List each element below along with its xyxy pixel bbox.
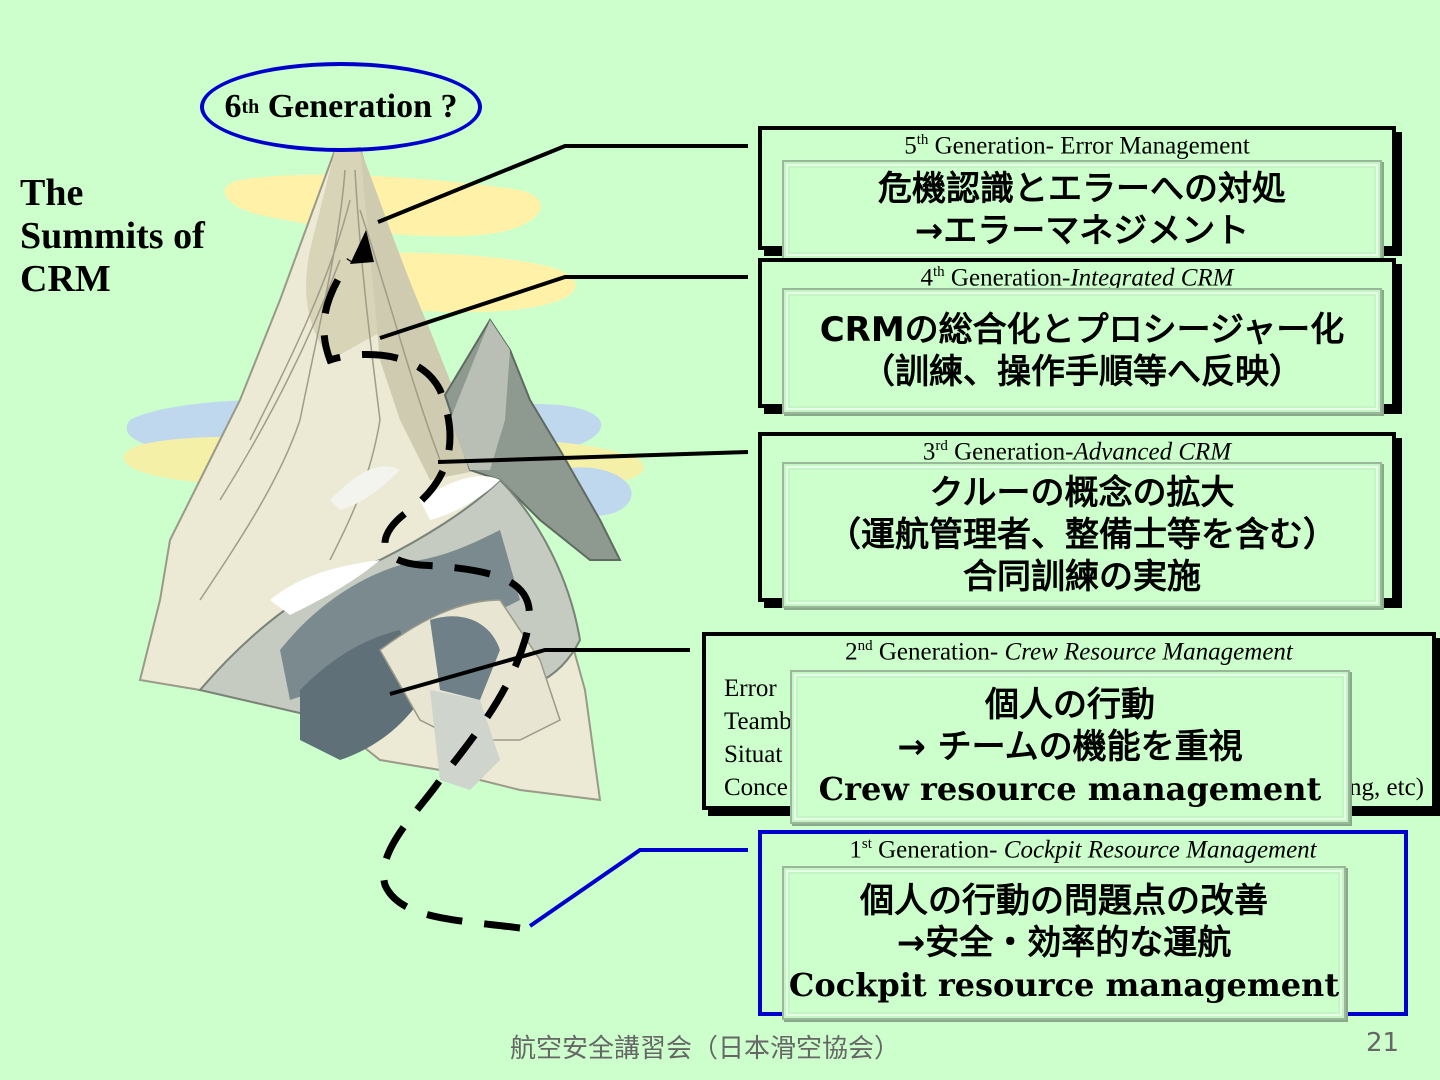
gen2-name: Crew Resource Management: [1005, 638, 1293, 665]
sixth-label: Generation ?: [268, 88, 458, 126]
gen2-partial-right: ng, etc): [1349, 771, 1424, 804]
page-number: 21: [1366, 1028, 1399, 1058]
gen3-jp-line-3: 合同訓練の実施: [784, 556, 1380, 598]
title-line-1: The: [20, 172, 205, 215]
title-line-3: CRM: [20, 258, 205, 301]
gen3-suffix: rd: [935, 438, 948, 454]
sixth-suffix: th: [241, 96, 259, 119]
gen2-en-line: Crew resource management: [792, 768, 1348, 810]
gen2-jp-line-1: 個人の行動: [792, 684, 1348, 726]
generation-5-title: 5th Generation- Error Management: [762, 132, 1392, 160]
gen5-jp-line-2: →エラーマネジメント: [784, 210, 1380, 252]
gen2-suffix: nd: [858, 638, 873, 654]
gen1-ordinal: 1: [849, 836, 862, 863]
gen2-jp-line-2: → チームの機能を重視: [792, 726, 1348, 768]
gen4-jp-line-2: （訓練、操作手順等へ反映）: [784, 351, 1380, 393]
generation-2-summary: 個人の行動 → チームの機能を重視 Crew resource manageme…: [790, 670, 1350, 824]
gen1-en-line: Cockpit resource management: [784, 964, 1344, 1006]
generation-2-title: 2nd Generation- Crew Resource Management: [706, 638, 1432, 666]
gen5-name: Error Management: [1060, 132, 1250, 159]
gen2-ordinal: 2: [845, 638, 858, 665]
gen4-suffix: th: [933, 264, 945, 280]
gen2-partial-list: Error Teamb Situat Conce: [724, 672, 792, 804]
gen1-jp-line-1: 個人の行動の問題点の改善: [784, 880, 1344, 922]
generation-4-summary: CRMの総合化とプロシージャー化 （訓練、操作手順等へ反映）: [782, 288, 1382, 414]
gen3-jp-line-1: クルーの概念の拡大: [784, 472, 1380, 514]
slide-title: The Summits of CRM: [20, 172, 205, 301]
gen5-ordinal: 5: [904, 132, 917, 159]
gen5-jp-line-1: 危機認識とエラーへの対処: [784, 168, 1380, 210]
slide-footer: 航空安全講習会（日本滑空協会）: [510, 1028, 900, 1065]
sixth-ordinal: 6: [224, 88, 241, 126]
gen1-jp-line-2: →安全・効率的な運航: [784, 922, 1344, 964]
gen5-suffix: th: [917, 132, 929, 148]
generation-3-summary: クルーの概念の拡大 （運航管理者、整備士等を含む） 合同訓練の実施: [782, 462, 1382, 608]
gen2-prefix: Generation-: [873, 638, 1005, 665]
gen2-partial-1: Error: [724, 672, 792, 705]
gen2-partial-3: Situat: [724, 738, 792, 771]
gen1-name: Cockpit Resource Management: [1004, 836, 1317, 863]
title-line-2: Summits of: [20, 215, 205, 258]
gen2-partial-4: Conce: [724, 771, 792, 804]
gen3-jp-line-2: （運航管理者、整備士等を含む）: [784, 514, 1380, 556]
gen2-partial-2: Teamb: [724, 705, 792, 738]
gen1-prefix: Generation-: [872, 836, 1004, 863]
gen1-suffix: st: [862, 836, 872, 852]
gen4-jp-line-1: CRMの総合化とプロシージャー化: [784, 309, 1380, 351]
generation-1-title: 1st Generation- Cockpit Resource Managem…: [762, 836, 1404, 864]
generation-1-summary: 個人の行動の問題点の改善 →安全・効率的な運航 Cockpit resource…: [782, 866, 1346, 1020]
gen5-prefix: Generation-: [928, 132, 1060, 159]
generation-5-summary: 危機認識とエラーへの対処 →エラーマネジメント: [782, 160, 1382, 260]
